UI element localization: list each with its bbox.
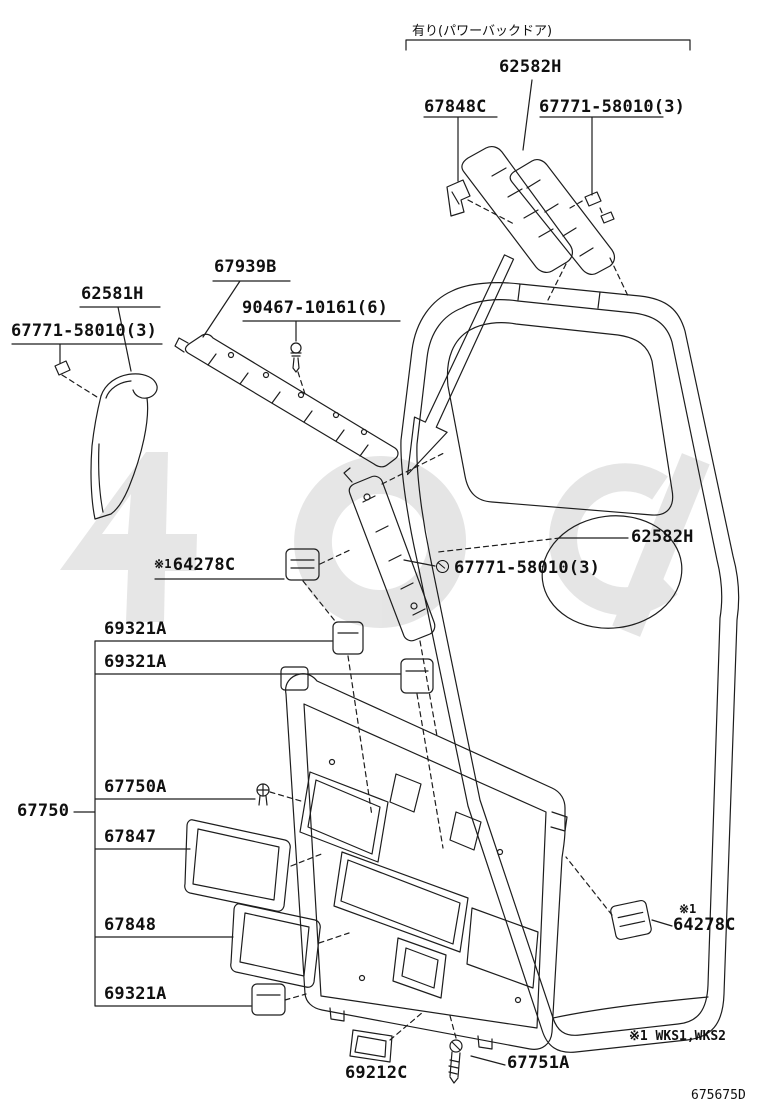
ref-mark-1-right: ※1 bbox=[679, 902, 697, 916]
part-label-67939b: 67939B bbox=[214, 257, 277, 277]
leader-lines bbox=[11, 39, 691, 1066]
part-number: 64278C bbox=[172, 555, 236, 575]
lower-trim-panel-drawing bbox=[184, 548, 652, 1084]
part-label-64278c-left: ※164278C bbox=[154, 557, 235, 574]
part-label-67848: 67848 bbox=[104, 915, 157, 935]
watermark-logo bbox=[60, 452, 710, 637]
ref-mark-1-left: ※1 bbox=[154, 557, 172, 571]
power-back-door-note: 有り(パワーバックドア) bbox=[412, 24, 553, 39]
back-door-drawing bbox=[400, 282, 740, 1053]
part-label-67771-upper: 67771-58010(3) bbox=[539, 97, 686, 117]
pillar-garnish-drawing bbox=[54, 360, 158, 520]
part-label-67848c: 67848C bbox=[424, 97, 487, 117]
part-label-90467: 90467-10161(6) bbox=[242, 298, 389, 318]
part-label-69321a-3: 69321A bbox=[104, 984, 167, 1004]
rail-garnish-drawing bbox=[174, 333, 399, 468]
part-label-69212c: 69212C bbox=[345, 1063, 408, 1083]
figure-code: 675675D bbox=[691, 1088, 746, 1103]
part-label-67771-left: 67771-58010(3) bbox=[11, 321, 158, 341]
part-label-69321a-2: 69321A bbox=[104, 652, 167, 672]
part-label-67751a: 67751A bbox=[507, 1053, 570, 1073]
part-label-69321a-1: 69321A bbox=[104, 619, 167, 639]
part-label-62582h-right: 62582H bbox=[631, 527, 694, 547]
part-number: 67771-58010(3) bbox=[454, 558, 601, 578]
part-label-67750a: 67750A bbox=[104, 777, 167, 797]
part-label-64278c-right: 64278C bbox=[673, 915, 736, 935]
screw-icon bbox=[436, 560, 449, 573]
upper-garnish-drawing bbox=[446, 146, 616, 275]
dashed-leader-lines bbox=[61, 199, 629, 1041]
part-label-67750: 67750 bbox=[17, 801, 70, 821]
footnote-wks: ※1 WKS1,WKS2 bbox=[629, 1029, 726, 1044]
part-label-62581h: 62581H bbox=[81, 284, 144, 304]
part-label-67847: 67847 bbox=[104, 827, 157, 847]
center-garnish-drawing bbox=[343, 467, 436, 642]
part-label-67771-center: 67771-58010(3) bbox=[436, 560, 600, 577]
part-label-62582h-upper: 62582H bbox=[499, 57, 562, 77]
clip-90467-drawing bbox=[290, 342, 302, 373]
down-arrow bbox=[406, 254, 515, 476]
